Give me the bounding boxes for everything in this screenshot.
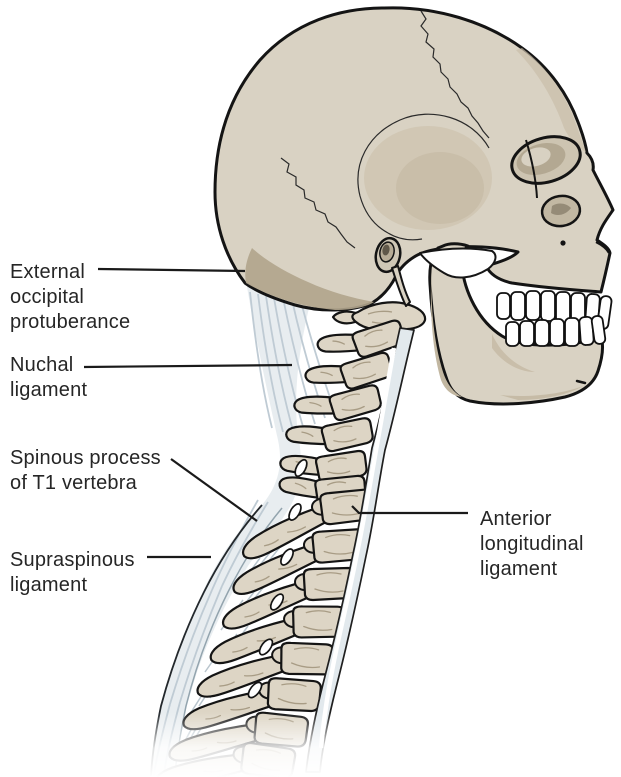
temporal-fossa-shading-inner (396, 152, 484, 224)
mandible-cheek-shading (492, 334, 535, 372)
label-external-occipital-protuberance: External occipital protuberance (10, 261, 131, 333)
leader-lines (83, 267, 468, 559)
suture-lines (280, 10, 490, 249)
infraorbital-foramen-dot (560, 240, 566, 246)
infratemporal-gap (419, 247, 497, 279)
label-nuchal-ligament: Nuchal ligament (10, 354, 88, 401)
skull (213, 6, 615, 312)
leader-anterior-longitudinal-ligament (351, 505, 468, 515)
nasal-aperture (595, 241, 610, 254)
label-supraspinous-ligament: Supraspinous ligament (10, 549, 135, 596)
forehead-shading (516, 48, 586, 152)
anterior-longitudinal-ligament-highlight (318, 347, 397, 749)
label-anterior-longitudinal-ligament: Anterior longitudinal ligament (480, 508, 584, 580)
leader-nuchal-ligament (83, 363, 293, 369)
leader-spinous-process-t1 (170, 458, 258, 522)
mental-foramen-dot (575, 379, 587, 385)
styloid-process (391, 265, 411, 307)
mandible-ramus-shading (430, 265, 462, 397)
teeth (496, 290, 613, 347)
label-spinous-process-t1: Spinous process of T1 vertebra (10, 447, 161, 494)
mandible-body-shading (500, 386, 583, 400)
ear-canal (374, 236, 402, 274)
eye-orbit (510, 135, 582, 228)
bottom-fade (0, 712, 621, 777)
occipital-base-shading (245, 248, 374, 310)
leader-external-occipital-protuberance (97, 267, 246, 273)
